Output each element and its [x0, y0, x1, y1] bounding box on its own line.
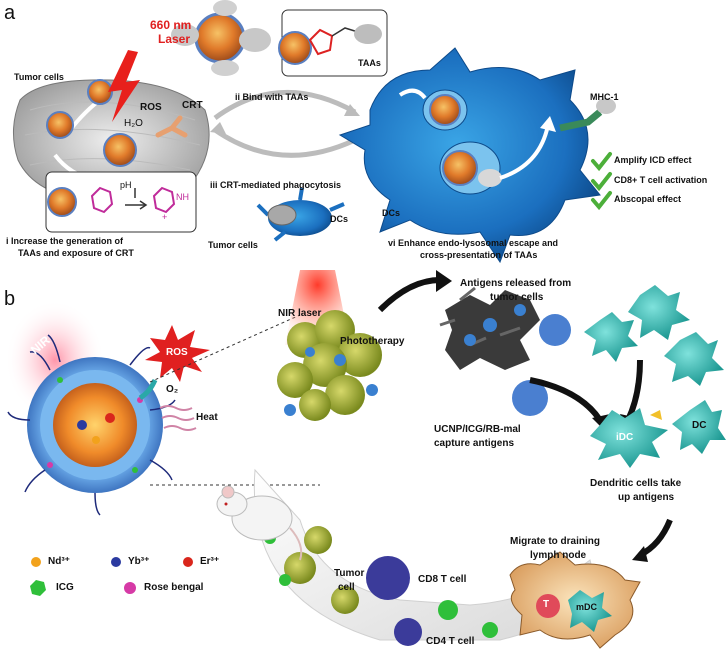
- legend-rose-bengal-icon: [124, 582, 136, 594]
- check-icon: [591, 191, 612, 211]
- capture-line1: UCNP/ICG/RB-mal: [434, 424, 521, 435]
- check-item-3: Abscopal effect: [614, 194, 682, 204]
- plus-label: +: [162, 212, 168, 222]
- ros-burst-label: ROS: [166, 347, 188, 358]
- mouse-illustration: [216, 485, 303, 561]
- idc-illustration: [590, 408, 668, 468]
- mdc-illustration: [568, 590, 612, 632]
- tumor-cluster-illustration: [277, 310, 382, 421]
- step-vi-line2: cross-presentation of TAAs: [420, 250, 538, 260]
- t-cell-icon: [438, 600, 458, 620]
- tumor-cell-label-line1: Tumor: [334, 568, 365, 579]
- laser-wavelength: 660 nm: [150, 18, 192, 32]
- cd8-label: CD8 T cell: [418, 574, 467, 585]
- step-vi-line1: vi Enhance endo-lysosomal escape and: [388, 238, 559, 248]
- dendritic-cell-illustration: [338, 47, 601, 264]
- laser-bolt-icon: [108, 50, 140, 122]
- legend-icg-icon: [30, 580, 46, 596]
- mhc-label: MHC-1: [590, 92, 619, 102]
- crt-receptor-icon: [155, 115, 188, 138]
- t-cell-icon: [536, 594, 560, 618]
- migrate-line1: Migrate to draining: [510, 536, 600, 547]
- t-label: T: [543, 599, 550, 610]
- cycle-arrow-top: [213, 89, 357, 121]
- nh-label: NH: [176, 192, 189, 202]
- antigen-debris-illustration: [439, 286, 571, 416]
- legend-dot-yb: [111, 557, 121, 567]
- heat-label: Heat: [196, 412, 218, 423]
- tumor-cells-label: Tumor cells: [14, 72, 64, 82]
- migrate-line2: lymph node: [530, 550, 587, 561]
- dcs-small-label: DCs: [330, 214, 349, 224]
- nanoparticle-taa: [194, 12, 246, 64]
- legend-dot-nd: [31, 557, 41, 567]
- panel-b-label: b: [4, 288, 16, 310]
- legend-dot-er: [183, 557, 193, 567]
- step-ii-label: ii Bind with TAAs: [235, 92, 309, 102]
- ucnp-nanoparticle-illustration: [7, 334, 176, 516]
- check-item-1: Amplify ICD effect: [614, 155, 692, 165]
- dc-take-line2: up antigens: [618, 492, 675, 503]
- tumor-cell-icon: [331, 586, 359, 614]
- idc-label: iDC: [616, 432, 634, 443]
- chemistry-box: [45, 171, 197, 233]
- antigens-released-line2: tumor cells: [490, 292, 544, 303]
- h2o-label: H₂O: [124, 118, 143, 129]
- tumor-cells-label-2: Tumor cells: [208, 240, 258, 250]
- nir-laser-label: NIR laser: [278, 308, 322, 319]
- dcs-label: DCs: [382, 208, 401, 218]
- phototherapy-label: Phototherapy: [340, 336, 405, 347]
- step-iii-label: iii CRT-mediated phagocytosis: [210, 180, 342, 190]
- tumor-cell-label-line2: cell: [338, 582, 355, 593]
- dc-label: DC: [692, 420, 707, 431]
- mdc-label: mDC: [576, 602, 598, 612]
- cd8-t-cell-icon: [366, 556, 410, 600]
- dc-cluster-illustration: [584, 285, 726, 454]
- cycle-arrow-bottom: [213, 127, 357, 158]
- nanoparticle: [103, 133, 137, 167]
- dc-take-line1: Dendritic cells take: [590, 478, 682, 489]
- legend-er-label: Er³⁺: [200, 556, 220, 567]
- heat-waves-icon: [159, 405, 197, 431]
- ros-label: ROS: [140, 102, 162, 113]
- cd4-label: CD4 T cell: [426, 636, 475, 647]
- nanoparticle: [87, 79, 113, 105]
- step-i-line1: i Increase the generation of: [6, 236, 124, 246]
- crt-label: CRT: [182, 100, 203, 111]
- mhc-receptor-icon: [559, 109, 603, 132]
- taas-label: TAAs: [358, 58, 381, 68]
- legend-rose-bengal-label: Rose bengal: [144, 582, 204, 593]
- tumor-cell-icon: [304, 526, 332, 554]
- check-item-2: CD8+ T cell activation: [614, 175, 708, 185]
- laser-label: Laser: [158, 32, 191, 46]
- ros-burst-icon: [145, 325, 210, 382]
- legend-icg-label: ICG: [56, 582, 74, 593]
- check-icon: [591, 152, 612, 172]
- cd4-t-cell-icon: [394, 618, 422, 646]
- step-i-line2: TAAs and exposure of CRT: [18, 248, 134, 258]
- legend-yb-label: Yb³⁺: [128, 556, 150, 567]
- antigens-released-line1: Antigens released from: [460, 278, 572, 289]
- panel-a-label: a: [4, 2, 16, 24]
- check-icon: [591, 172, 612, 192]
- ph-label: pH: [120, 180, 132, 190]
- tumor-cell-icon: [284, 552, 316, 584]
- o2-label: O₂: [166, 384, 179, 395]
- nanoparticle: [46, 111, 74, 139]
- capture-line2: capture antigens: [434, 438, 515, 449]
- legend-nd-label: Nd³⁺: [48, 556, 70, 567]
- t-cell-icon: [482, 622, 498, 638]
- dc-phagocytosis-illustration: [256, 187, 345, 242]
